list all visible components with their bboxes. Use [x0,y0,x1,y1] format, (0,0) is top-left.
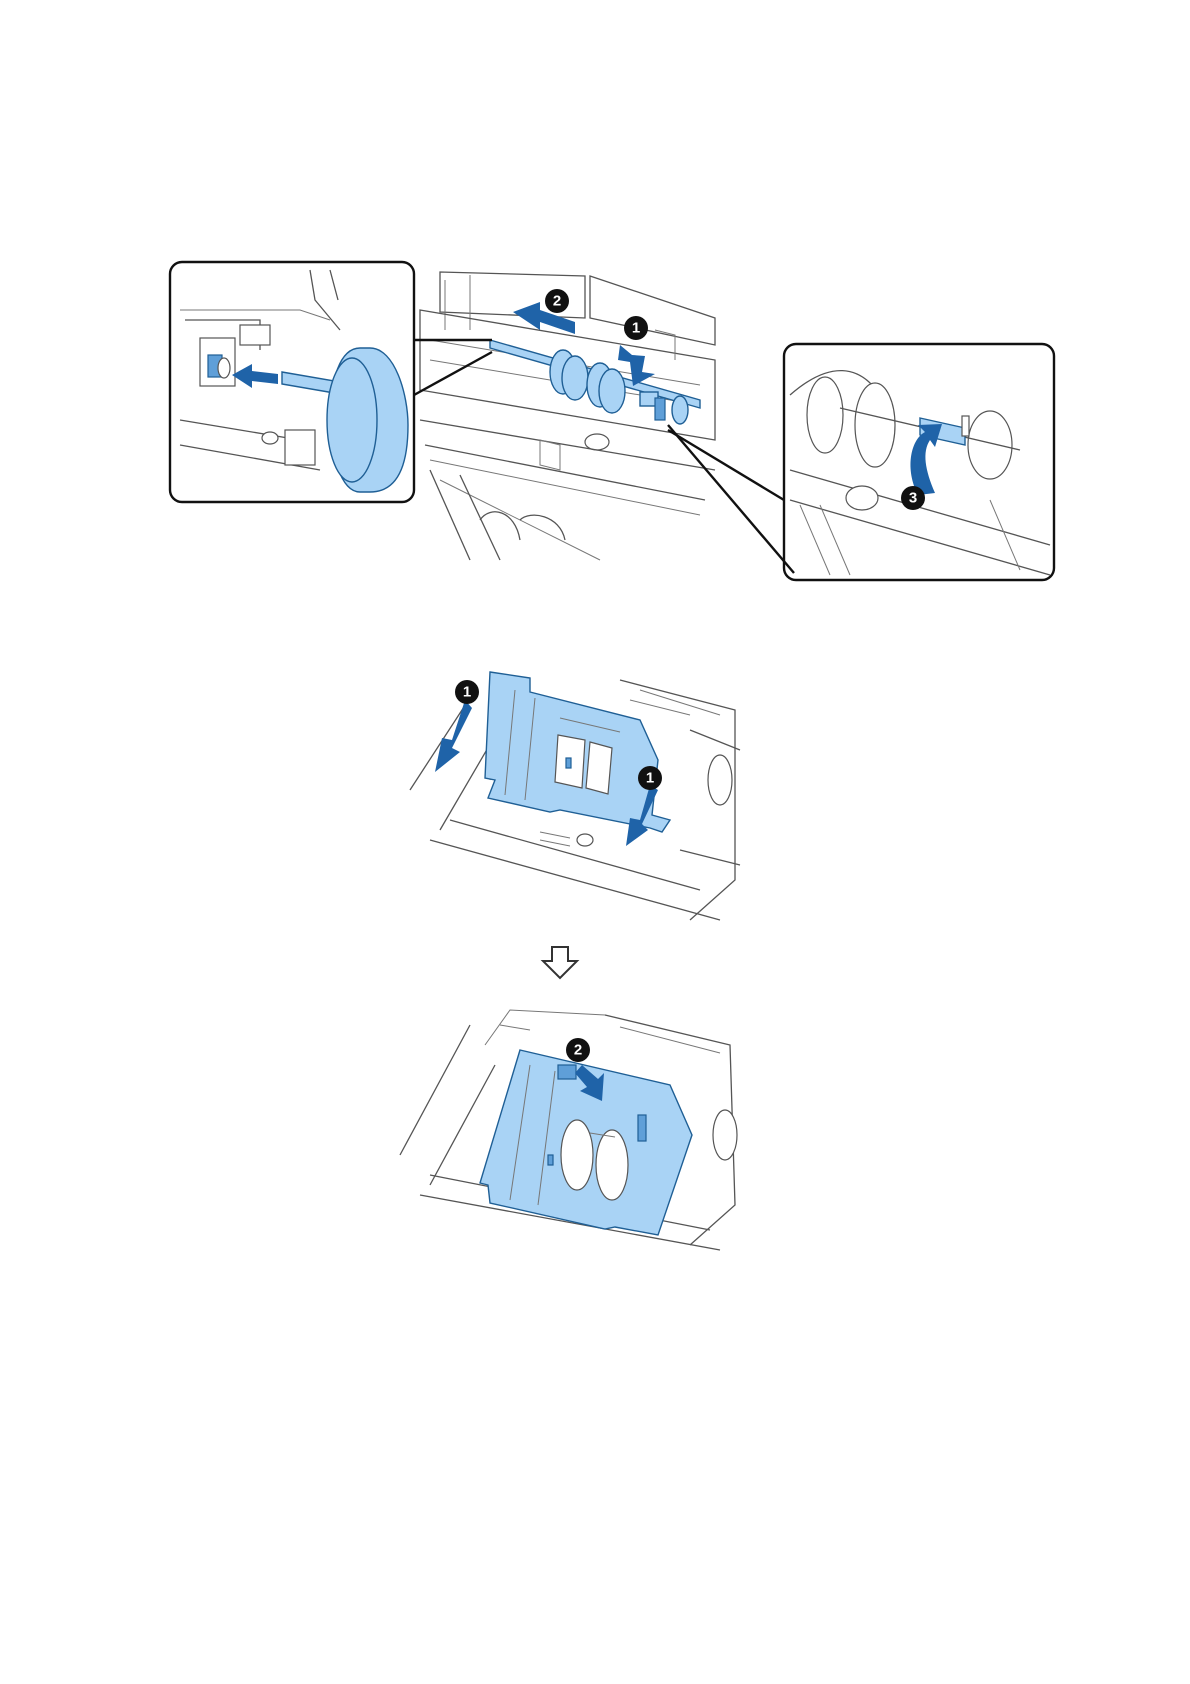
figure-cover-insertion: 1 1 [390,670,770,930]
figure-roller-removal: 2 1 [0,0,1190,600]
svg-text:2: 2 [553,293,561,310]
right-callout-detail: 3 [668,344,1054,580]
step-badge-1-left: 1 [455,680,479,704]
roller-cover-part [485,672,670,832]
figure-cover-closing: 2 [390,1005,770,1255]
svg-text:1: 1 [463,684,471,701]
step-badge-1: 1 [624,316,648,340]
svg-text:3: 3 [909,490,917,507]
step-badge-1-right: 1 [638,766,662,790]
left-callout-detail [170,262,492,502]
svg-text:1: 1 [632,320,640,337]
insert-down-arrow-left [435,700,472,772]
svg-text:2: 2 [574,1042,582,1059]
svg-text:1: 1 [646,770,654,787]
step-badge-2: 2 [566,1038,590,1062]
scanner-interior-scene [420,272,715,560]
down-outline-arrow-icon [540,945,580,981]
step-badge-2: 2 [545,289,569,313]
step-badge-3: 3 [901,486,925,510]
